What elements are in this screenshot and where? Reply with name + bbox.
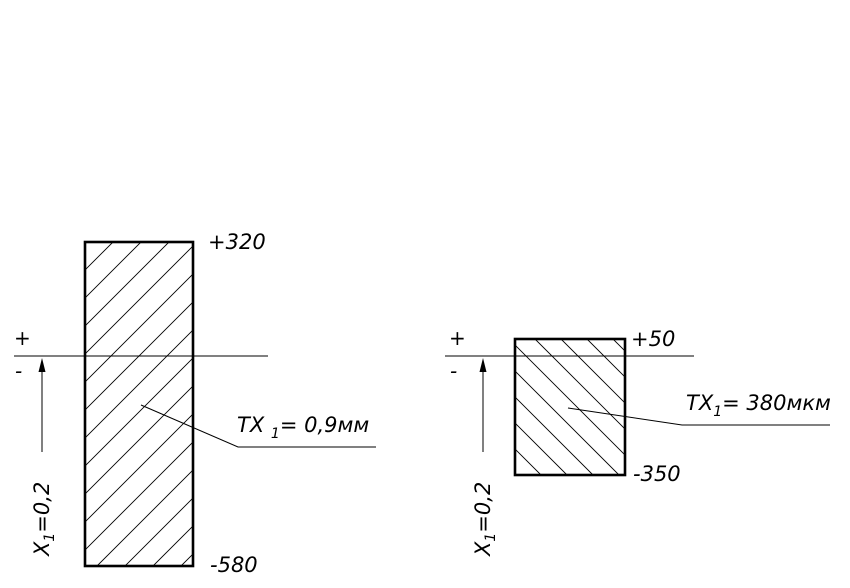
hatch-line [405,242,729,566]
hatch-line [85,357,193,467]
hatch-line [152,525,193,566]
hatch-line [85,385,193,495]
hatch-line [85,413,193,523]
hatch-line [515,474,516,475]
right-tolerance-label: TX1= 380мкм [686,391,831,420]
right-lower-deviation: -350 [633,462,681,486]
right-plus-sign: + [449,326,466,350]
left-plus-sign: + [14,326,31,350]
hatch-line [85,245,193,355]
left-tolerance-field [83,240,195,568]
hatch-line [515,370,620,475]
hatch-line [85,329,193,439]
hatch-line [586,339,625,378]
left-tolerance-label: TX 1= 0,9мм [237,413,369,442]
hatch-line [515,448,542,475]
left-x-label: X1=0,2 [30,482,58,557]
left-minus-sign: - [15,359,22,383]
right-upper-deviation: +50 [631,327,675,351]
left-upper-deviation: +320 [208,230,266,254]
right-diagram: + - X1=0,2 +50 -350 TX1= 380мкм [445,326,831,557]
hatch-line [515,344,625,456]
left-lower-deviation: -580 [210,553,258,577]
hatch-line [534,339,625,430]
hatch-line [85,273,193,383]
hatch-line [237,242,561,566]
hatch-line [515,422,568,475]
right-minus-sign: - [450,359,457,383]
left-diagram: + - X1=0,2 +320 -580 TX 1= 0,9мм [14,230,729,577]
hatch-line [85,242,114,271]
hatch-line [96,469,193,566]
hatch-line [180,553,193,566]
hatch-line [85,242,170,327]
hatch-line [85,301,193,411]
right-arrow-head [479,358,487,372]
hatch-line [293,242,617,566]
left-tolerance-field-hatching [85,242,729,566]
hatch-line [265,242,589,566]
hatch-line [377,242,701,566]
right-x-label: X1=0,2 [471,482,499,557]
hatch-line [85,242,142,299]
left-leader-line [140,404,376,448]
hatch-line [85,441,193,551]
hatch-line [515,396,594,475]
left-arrow-head [38,358,46,372]
right-tolerance-field-hatching [515,339,625,475]
hatch-line [560,339,625,404]
hatch-line [124,497,193,566]
right-tolerance-field [513,337,627,477]
right-leader-line [567,407,830,426]
